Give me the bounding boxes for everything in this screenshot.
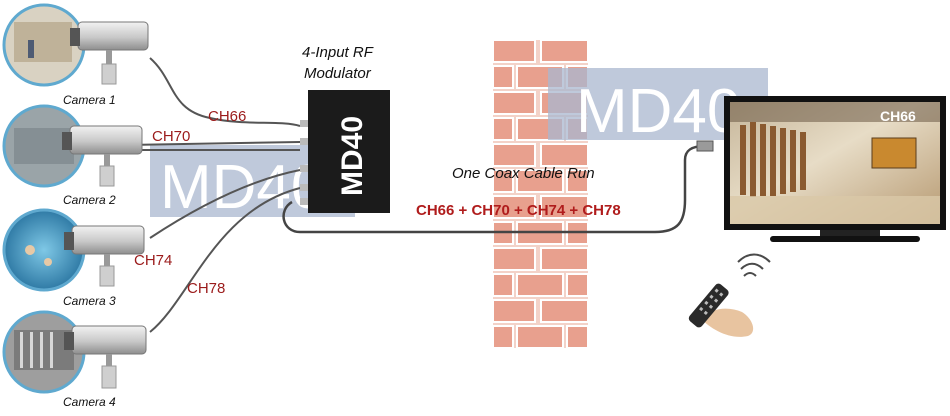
camera-3-label: Camera 3 <box>63 294 116 308</box>
watermark-right-text: MD40 <box>576 77 741 146</box>
modulator-title-line2: Modulator <box>304 65 372 82</box>
coax-connector <box>696 140 714 152</box>
coax-cable-label: One Coax Cable Run <box>452 165 595 182</box>
camera-1-label: Camera 1 <box>63 93 116 107</box>
camera-4-body <box>64 325 147 389</box>
cable-camera-1 <box>149 57 301 127</box>
camera-1-body <box>70 21 149 85</box>
signal-waves-icon <box>737 253 771 277</box>
camera-2-body <box>62 125 143 187</box>
coax-cable <box>282 144 706 234</box>
camera-cables <box>124 57 301 333</box>
camera-4 <box>2 310 147 394</box>
camera-1 <box>2 3 149 87</box>
tv-channel-overlay: CH66 <box>880 108 916 124</box>
camera-3 <box>2 208 145 292</box>
channel-label-camera-3: CH74 <box>134 252 172 269</box>
camera-4-label: Camera 4 <box>63 395 116 409</box>
channel-label-camera-4: CH78 <box>187 280 225 297</box>
tv-stand-neck <box>820 230 880 236</box>
camera-2-label: Camera 2 <box>63 193 116 207</box>
remote-control-icon <box>688 253 771 337</box>
cable-camera-3 <box>149 169 301 239</box>
modulator-brand: MD40 <box>336 116 369 196</box>
modulator-title-line1: 4-Input RF <box>302 44 374 61</box>
tv-stand-base <box>770 236 920 242</box>
channel-label-camera-2: CH70 <box>152 128 190 145</box>
channel-label-camera-1: CH66 <box>208 108 246 125</box>
camera-2 <box>2 104 143 188</box>
cable-camera-2b <box>124 141 301 146</box>
combined-channels-label: CH66 + CH70 + CH74 + CH78 <box>416 202 621 219</box>
modulator-ports <box>300 120 308 205</box>
rf-modulator: MD40 <box>300 90 390 213</box>
cable-camera-4 <box>149 187 301 333</box>
camera-3-body <box>64 225 145 287</box>
television: CH66 <box>724 96 946 242</box>
tv-scene-panels <box>740 122 806 197</box>
